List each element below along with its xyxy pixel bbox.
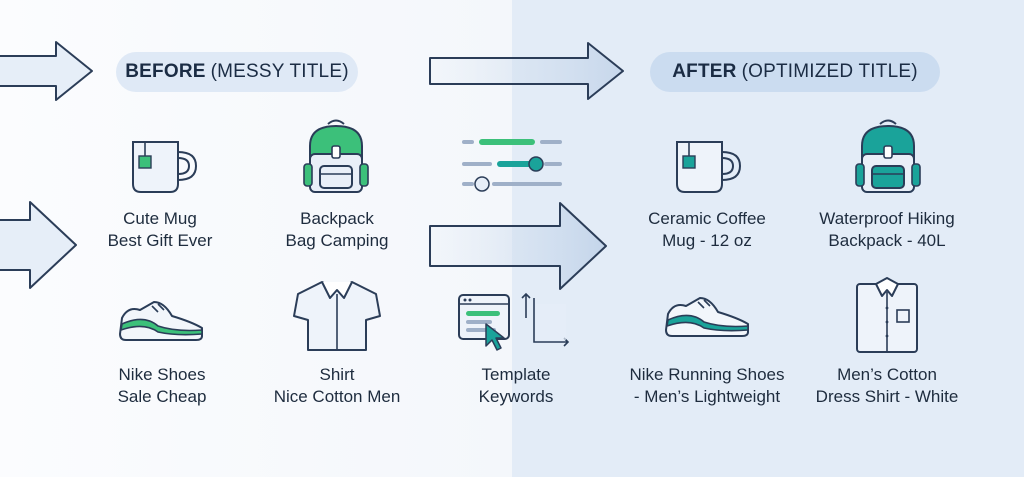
after-item-mug: Ceramic Coffee Mug - 12 oz [607,208,807,252]
before-header-bold: BEFORE [125,61,206,82]
backpack-icon [303,119,369,193]
after-shoes-line2: - Men’s Lightweight [633,387,781,406]
template-keywords-label: Template Keywords [416,364,616,408]
running-shoe-icon [665,297,749,337]
arrow-top-left-icon [0,41,93,101]
mug-icon [132,141,198,193]
before-backpack-line1: Backpack [300,209,374,228]
after-shirt-line2: Dress Shirt - White [815,387,959,406]
after-item-backpack: Waterproof Hiking Backpack - 40L [787,208,987,252]
before-mug-line1: Cute Mug [123,209,197,228]
after-mug-line1: Ceramic Coffee [648,209,766,228]
before-shirt-line2: Nice Cotton Men [273,387,401,406]
before-item-backpack: Backpack Bag Camping [237,208,437,252]
before-item-shoes: Nike Shoes Sale Cheap [62,364,262,408]
hiking-backpack-icon [855,119,921,193]
sneaker-icon [119,301,203,341]
before-backpack-line2: Bag Camping [285,231,389,250]
template-window-icon [458,292,570,351]
sliders-icon [462,139,562,192]
after-item-shirt: Men’s Cotton Dress Shirt - White [787,364,987,408]
after-item-shoes: Nike Running Shoes - Men’s Lightweight [607,364,807,408]
after-mug-line2: Mug - 12 oz [662,231,752,250]
before-shoes-line1: Nike Shoes [118,365,206,384]
before-header-rest: (MESSY TITLE) [210,61,349,82]
after-backpack-line1: Waterproof Hiking [819,209,955,228]
arrow-mid-left-icon [0,201,77,289]
after-header: AFTER (OPTIMIZED TITLE) [650,52,940,92]
middle-line1: Template [481,365,551,384]
after-header-rest: (OPTIMIZED TITLE) [741,61,918,82]
ceramic-mug-icon [676,141,742,193]
before-shirt-line1: Shirt [319,365,355,384]
before-mug-line2: Best Gift Ever [107,231,213,250]
after-shirt-line1: Men’s Cotton [837,365,937,384]
before-item-mug: Cute Mug Best Gift Ever [60,208,260,252]
after-shoes-line1: Nike Running Shoes [629,365,785,384]
dress-shirt-icon [856,277,918,353]
middle-line2: Keywords [478,387,554,406]
shirt-icon [293,281,381,351]
after-backpack-line2: Backpack - 40L [828,231,946,250]
before-item-shirt: Shirt Nice Cotton Men [237,364,437,408]
before-header: BEFORE (MESSY TITLE) [116,52,358,92]
arrow-mid-center-icon [429,202,607,290]
arrow-top-center-icon [429,42,624,100]
after-header-bold: AFTER [672,61,737,82]
before-shoes-line2: Sale Cheap [117,387,207,406]
